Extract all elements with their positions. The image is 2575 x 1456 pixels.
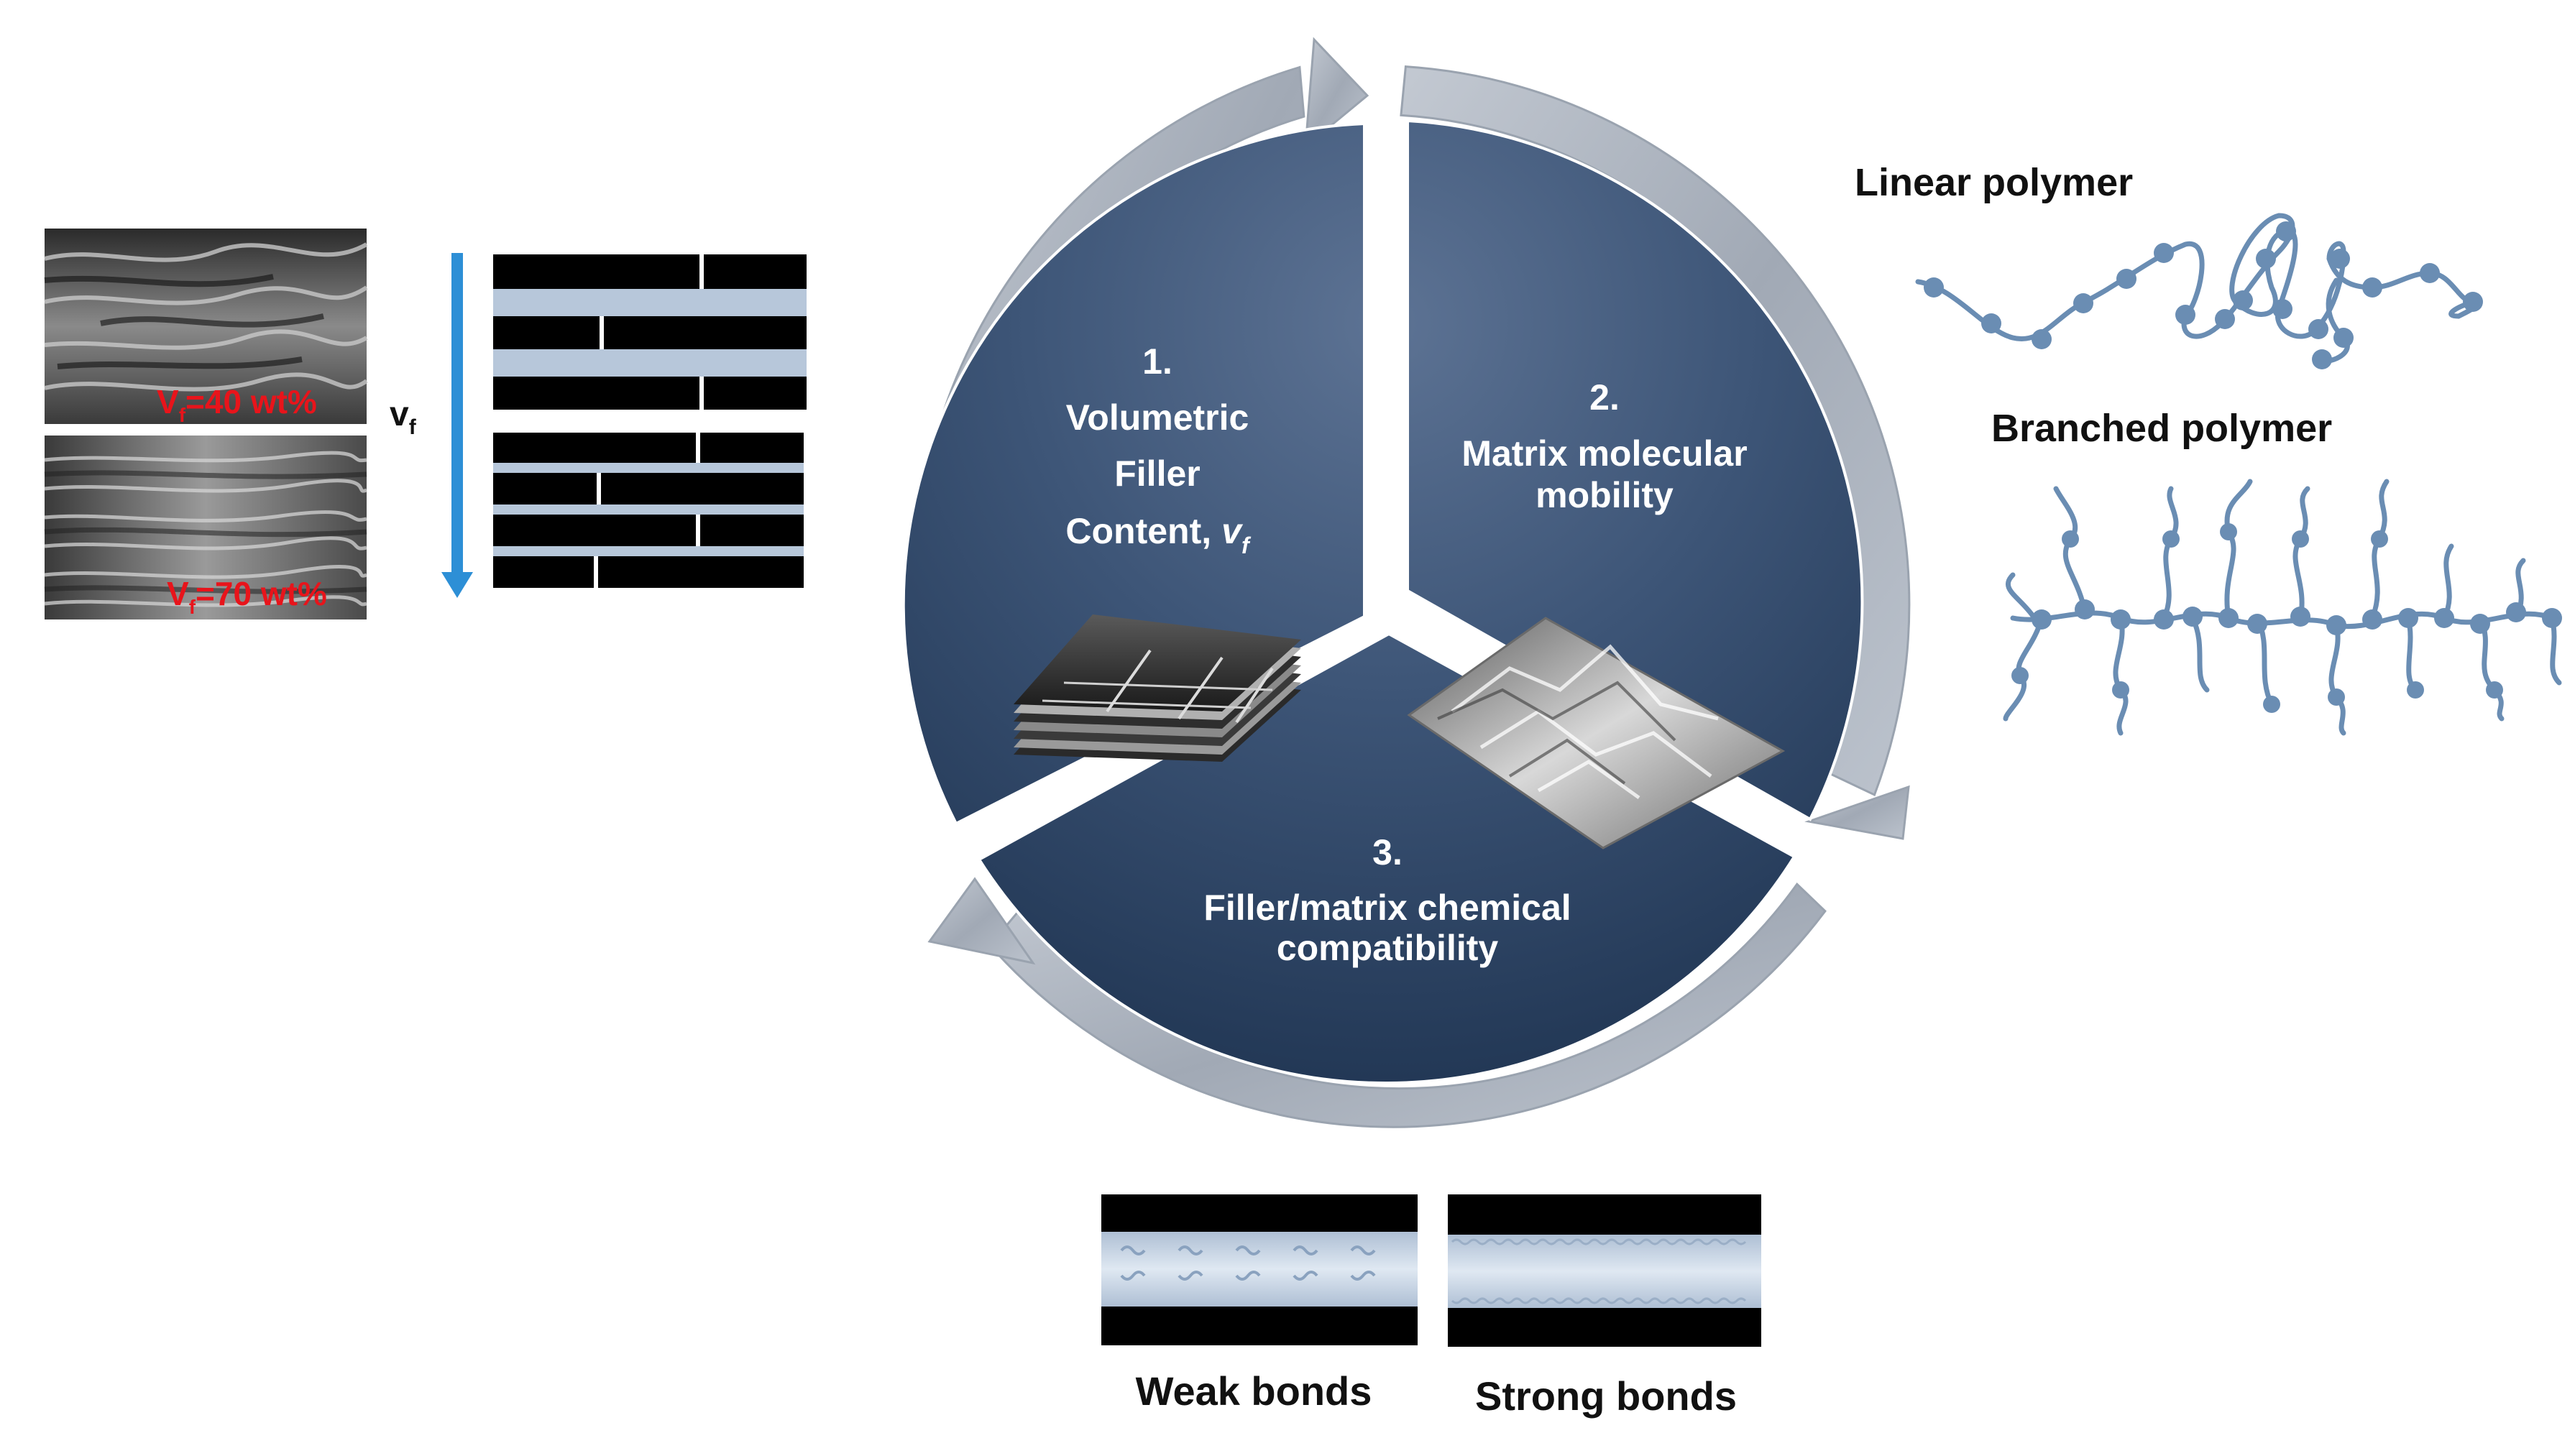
segment-3-number: 3. xyxy=(1372,832,1403,872)
linear-polymer-label: Linear polymer xyxy=(1855,161,2133,204)
linear-polymer-beads xyxy=(1924,221,2483,369)
segment-3-line1: Filler/matrix chemical xyxy=(1203,888,1571,928)
ring-arrowhead-right xyxy=(1804,785,1910,840)
vf-arrow-subscript: f xyxy=(409,415,417,439)
afm-surface-illustration xyxy=(1407,617,1786,849)
sem-label-bottom-sub: f xyxy=(189,596,196,618)
segment-2-line2: mobility xyxy=(1536,475,1674,515)
segment-1-label: 1. Volumetric Filler Content,vf xyxy=(1065,341,1252,558)
segment-2-number: 2. xyxy=(1589,377,1620,418)
segment-2-line1: Matrix molecular xyxy=(1461,433,1747,474)
sem-label-bottom: Vf=70 wt% xyxy=(167,575,327,618)
sem-label-bottom-prefix: V xyxy=(167,575,189,612)
segment-2-label: 2. Matrix molecular mobility xyxy=(1461,377,1747,515)
linear-polymer-chain xyxy=(1915,213,2479,364)
ring-arrowhead-bottom xyxy=(927,877,1036,965)
segment-1-subscript: f xyxy=(1241,533,1252,558)
sem-label-top-prefix: V xyxy=(157,383,179,420)
segment-3-line2: compatibility xyxy=(1277,928,1499,968)
segment-1-line1: Volumetric xyxy=(1066,397,1249,438)
brick-schematic-low xyxy=(493,254,807,410)
brick-schematic-high xyxy=(493,433,804,588)
vf-arrow-symbol: v xyxy=(390,395,409,433)
segment-3-label: 3. Filler/matrix chemical compatibility xyxy=(1203,832,1571,968)
segment-1-number: 1. xyxy=(1142,341,1172,382)
branched-polymer-label: Branched polymer xyxy=(1991,407,2332,450)
sem-label-bottom-suffix: =70 wt% xyxy=(196,575,327,612)
segment-1-line3: Content,vf xyxy=(1065,511,1252,558)
ring-arrowhead-top xyxy=(1304,37,1369,149)
strong-bonds-label: Strong bonds xyxy=(1475,1373,1737,1419)
sem-image-bottom: Vf=70 wt% xyxy=(44,436,367,619)
weak-bonds-schematic xyxy=(1101,1194,1418,1345)
weak-bonds-label: Weak bonds xyxy=(1136,1368,1372,1414)
segment-1-symbol: v xyxy=(1221,511,1244,551)
vf-arrow-label: vf xyxy=(390,395,417,439)
sem-label-top: Vf=40 wt% xyxy=(157,383,317,426)
segment-1-line2: Filler xyxy=(1114,453,1200,494)
branched-polymer-beads xyxy=(2011,523,2562,713)
sem-label-top-sub: f xyxy=(179,404,186,426)
vf-arrow xyxy=(441,253,473,598)
layered-stack-illustration xyxy=(1014,614,1301,762)
segment-1-line3-text: Content, xyxy=(1065,511,1211,551)
sem-label-top-suffix: =40 wt% xyxy=(185,383,317,420)
strong-bonds-schematic xyxy=(1448,1194,1761,1347)
sem-image-top: Vf=40 wt% xyxy=(44,229,368,426)
